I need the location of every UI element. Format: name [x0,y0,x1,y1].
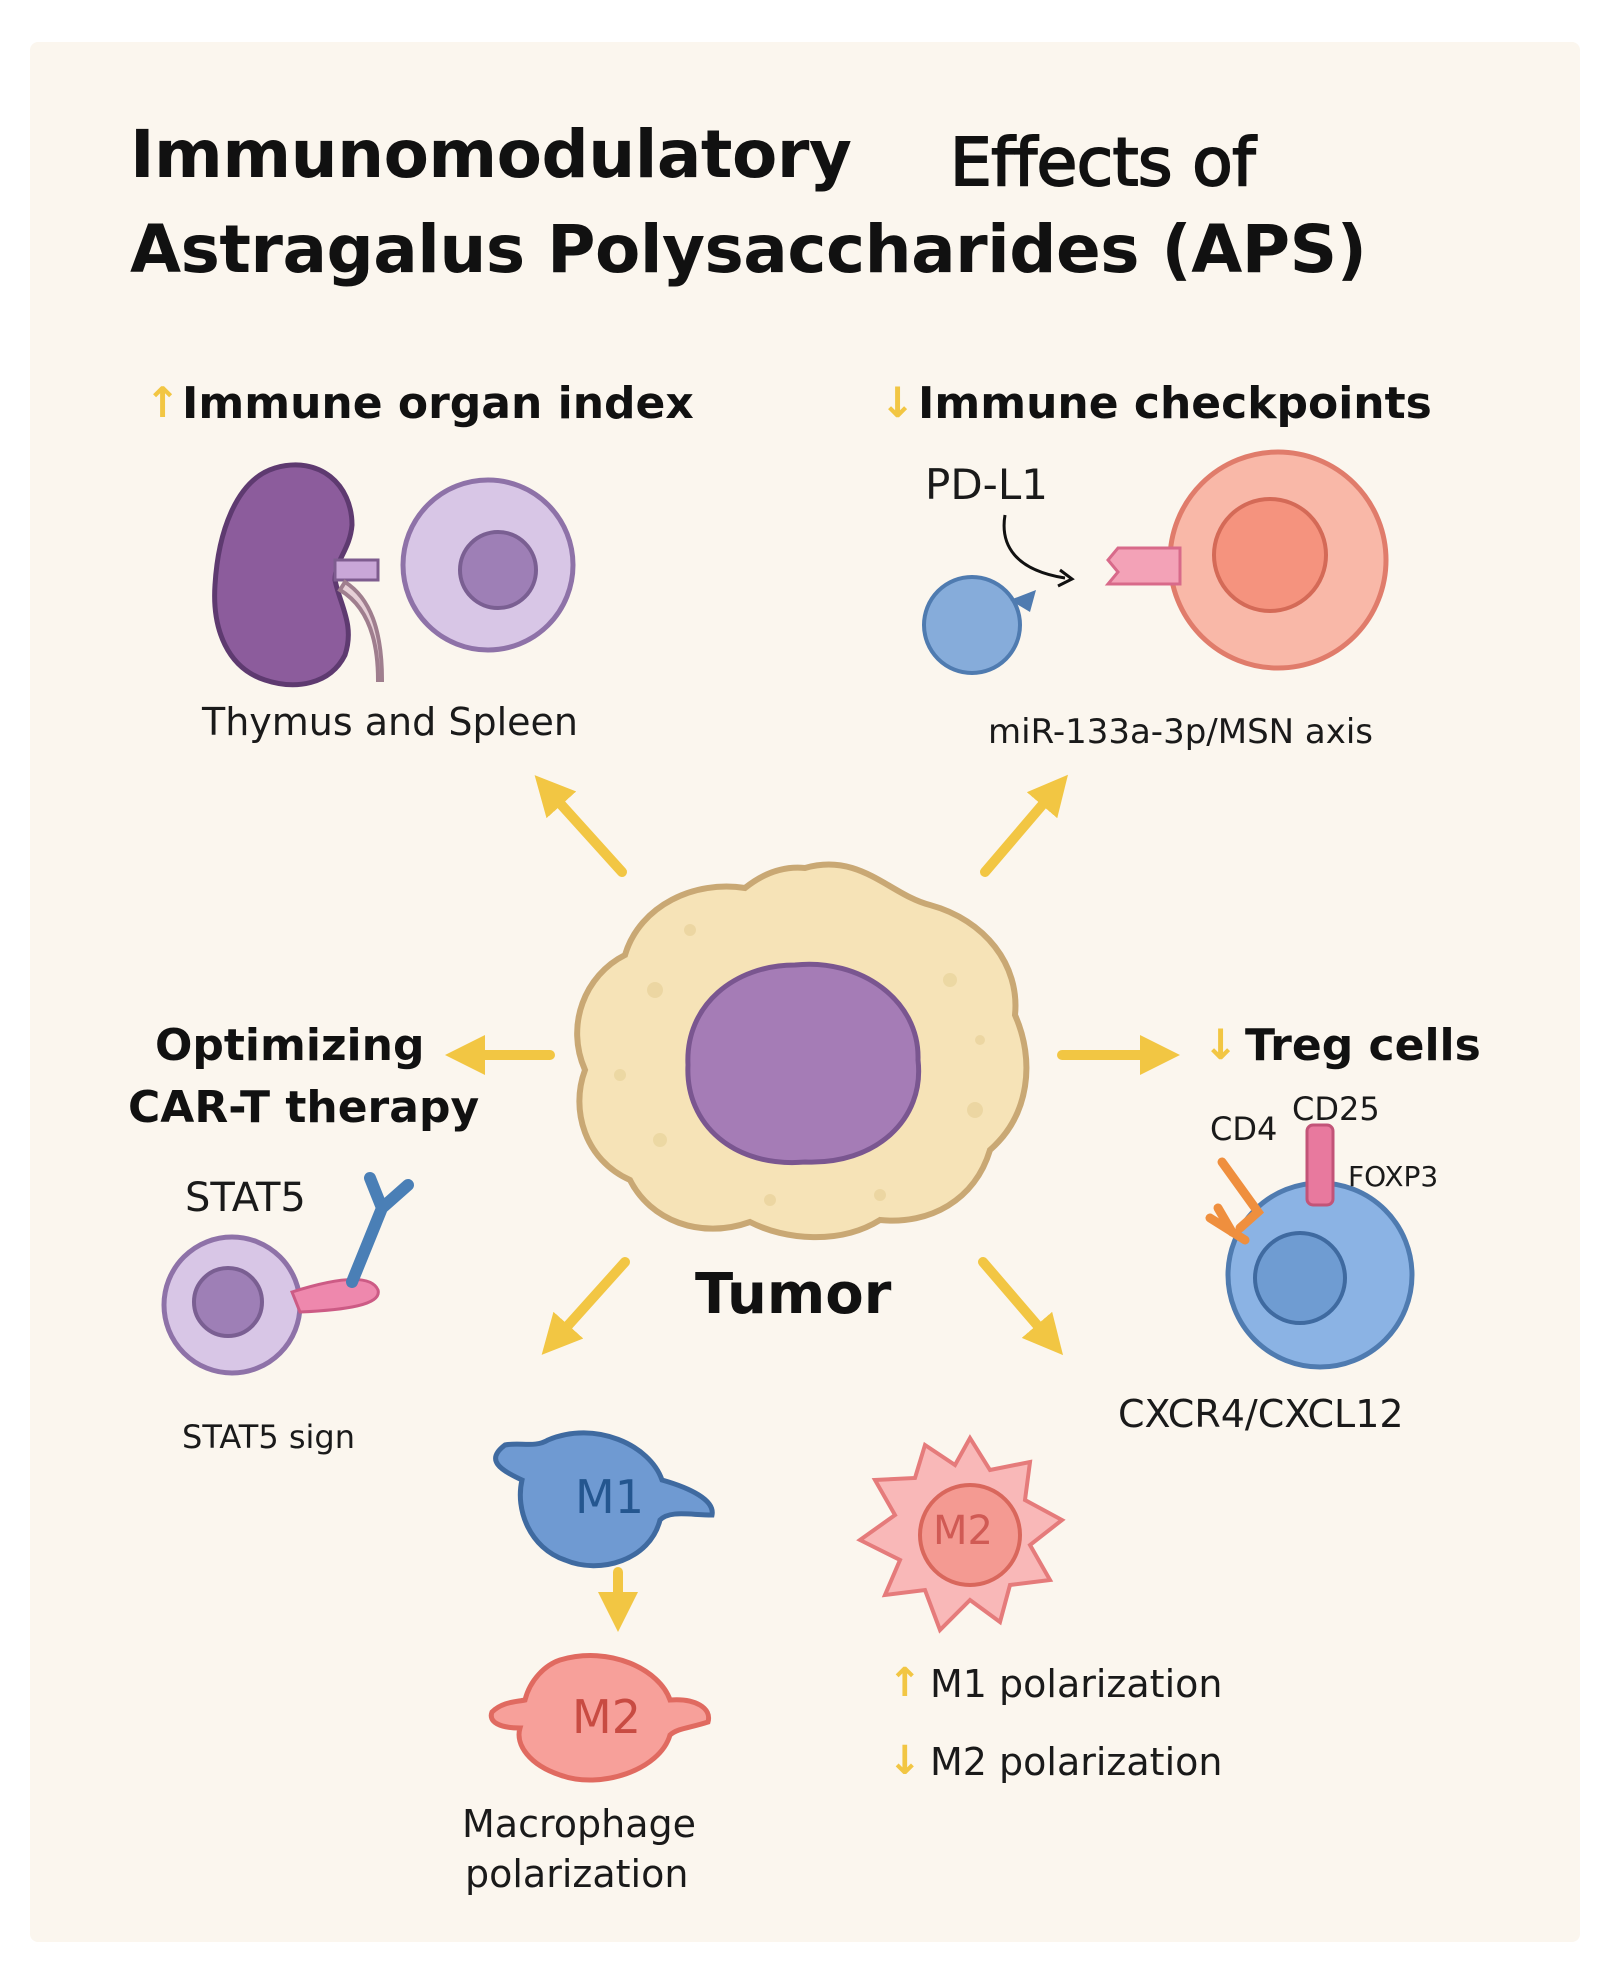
radiating-arrows [445,774,1180,1632]
spleen-organ [212,462,355,688]
tumor-texture [614,924,985,1206]
title-line1a: Immunomodulatory [130,116,852,193]
m2-polarized-cell [856,1434,1066,1634]
foxp3-label: FOXP3 [1348,1160,1439,1193]
thymus-cell-nucleus [458,530,538,610]
stat5-antibody [346,1172,414,1288]
cd4-receptor [1205,1157,1265,1245]
pd-l1-pointer [1002,514,1066,580]
m2-macrophage [488,1653,712,1783]
title-line1b: Effects of [949,123,1256,202]
car-t-heading-line1: Optimizing [155,1020,425,1071]
up-arrow-icon: ↑ [145,378,181,427]
stat5-label: STAT5 [185,1175,306,1221]
m1-polarization-label: M1 polarization [930,1662,1223,1706]
macrophage-caption-line2: polarization [465,1852,689,1896]
t-cell-receptor [1010,590,1036,612]
organ-index-caption: Thymus and Spleen [202,700,578,744]
treg-heading: Treg cells [1245,1020,1481,1071]
car-t-heading-line2: CAR-T therapy [128,1082,480,1133]
tumor-label: Tumor [695,1262,892,1327]
checkpoints-heading: Immune checkpoints [918,378,1432,429]
title-line2: Astragalus Polysaccharides (APS) [130,211,1367,288]
arrow-to-macrophage [541,1257,630,1355]
m1-macrophage [493,1430,715,1569]
down-arrow-icon: ↓ [880,378,916,427]
arrow-to-polarization [978,1257,1064,1356]
stat5-receptor-base [290,1278,380,1314]
treg-nucleus [1253,1231,1347,1325]
m2-polarized-label: M2 [933,1508,993,1554]
tumor-nucleus [685,961,922,1166]
m2-down-arrow-icon: ↓ [888,1738,922,1784]
pd-l1-pointer-head [1057,568,1075,588]
m2-polarization-label: M2 polarization [930,1740,1223,1784]
checkpoint-illustration [922,449,1389,675]
arrow-to-organ-index [534,775,627,877]
tumor-checkpoint-nucleus [1212,497,1328,613]
cd4-label: CD4 [1210,1110,1278,1148]
checkpoints-caption: miR-133a-3p/MSN axis [988,712,1374,752]
t-cell-blue [922,575,1022,675]
treg-caption: CXCR4/CXCL12 [1118,1392,1404,1436]
m1-up-arrow-icon: ↑ [888,1660,922,1706]
macrophage-caption-line1: Macrophage [462,1802,696,1846]
m2-label: M2 [572,1690,641,1744]
m1-label: M1 [575,1470,644,1524]
organ-duct [337,579,385,682]
pd-l1-receptor [1104,546,1182,586]
car-t-nucleus [192,1266,264,1338]
treg-down-arrow-icon: ↓ [1203,1020,1239,1069]
organ-index-heading: Immune organ index [182,378,694,429]
arrow-to-checkpoints [980,774,1068,877]
organ-illustration [212,462,576,688]
tumor-cell [574,861,1030,1241]
cd25-label: CD25 [1292,1090,1380,1128]
car-t-illustration [161,1172,414,1376]
organ-vessel [333,558,380,582]
car-t-caption: STAT5 sign [182,1418,356,1456]
pd-l1-label: PD-L1 [925,460,1048,509]
treg-illustration [1205,1123,1415,1370]
cd25-receptor [1305,1123,1335,1207]
